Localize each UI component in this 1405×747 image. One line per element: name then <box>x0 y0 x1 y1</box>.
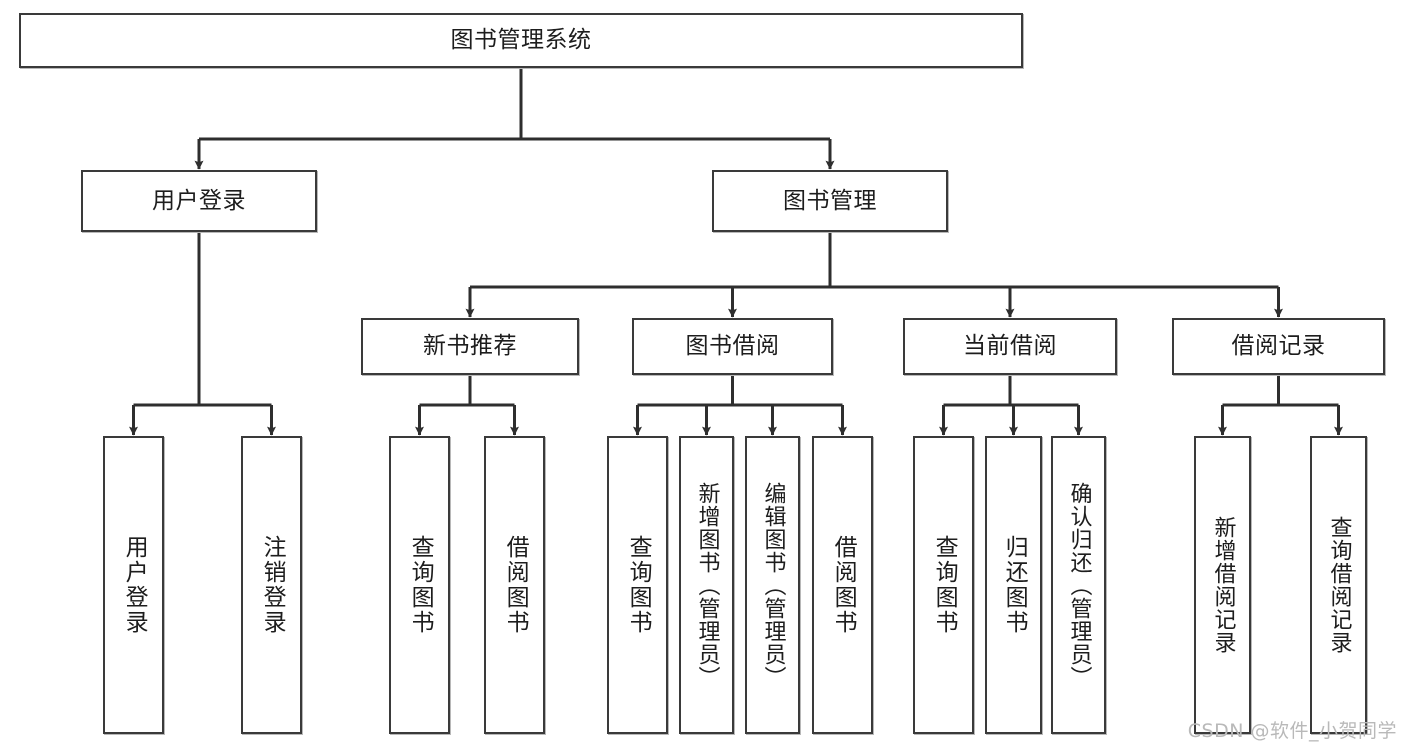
node-leaf-query-book-rec[interactable]: 查询图书 <box>389 436 450 734</box>
node-leaf-add-book[interactable]: 新增图书（管理员） <box>679 436 734 734</box>
node-book-borrow[interactable]: 图书借阅 <box>632 318 833 375</box>
node-label: 查询图书 <box>625 535 652 635</box>
node-label: 新书推荐 <box>423 333 517 360</box>
node-label: 用户登录 <box>121 535 148 635</box>
node-leaf-user-logout[interactable]: 注销登录 <box>241 436 302 734</box>
node-label: 查询图书 <box>407 535 434 635</box>
node-label: 图书管理系统 <box>450 27 592 54</box>
node-root[interactable]: 图书管理系统 <box>19 13 1023 68</box>
node-label: 查询图书 <box>931 535 958 635</box>
node-leaf-return-book[interactable]: 归还图书 <box>985 436 1042 734</box>
node-leaf-query-book-current[interactable]: 查询图书 <box>913 436 974 734</box>
node-label: 查询借阅记录 <box>1326 516 1352 654</box>
node-label: 新增借阅记录 <box>1210 516 1236 654</box>
node-label: 归还图书 <box>1001 535 1028 635</box>
node-label: 注销登录 <box>259 535 286 635</box>
node-label: 确认归还（管理员） <box>1066 481 1092 689</box>
node-leaf-borrow-book-rec[interactable]: 借阅图书 <box>484 436 545 734</box>
node-leaf-user-login[interactable]: 用户登录 <box>103 436 164 734</box>
node-label: 图书借阅 <box>685 333 780 360</box>
node-leaf-borrow-book[interactable]: 借阅图书 <box>812 436 873 734</box>
node-label: 图书管理 <box>783 187 877 214</box>
node-current-borrow[interactable]: 当前借阅 <box>903 318 1117 375</box>
node-new-book-rec[interactable]: 新书推荐 <box>361 318 579 375</box>
node-label: 当前借阅 <box>963 333 1057 360</box>
node-leaf-query-book-borrow[interactable]: 查询图书 <box>607 436 668 734</box>
node-book-manage[interactable]: 图书管理 <box>712 170 948 232</box>
node-leaf-query-record[interactable]: 查询借阅记录 <box>1310 436 1367 734</box>
node-user-login[interactable]: 用户登录 <box>81 170 317 232</box>
node-label: 借阅图书 <box>502 535 529 635</box>
node-borrow-record[interactable]: 借阅记录 <box>1172 318 1385 375</box>
node-leaf-edit-book[interactable]: 编辑图书（管理员） <box>745 436 800 734</box>
watermark: CSDN @软件_小贺同学 <box>1187 720 1397 742</box>
node-label: 编辑图书（管理员） <box>760 481 786 689</box>
node-leaf-confirm-return[interactable]: 确认归还（管理员） <box>1051 436 1106 734</box>
node-label: 用户登录 <box>152 187 246 214</box>
node-label: 借阅图书 <box>830 535 857 635</box>
node-label: 新增图书（管理员） <box>694 481 720 689</box>
node-leaf-add-record[interactable]: 新增借阅记录 <box>1194 436 1251 734</box>
node-label: 借阅记录 <box>1231 333 1326 360</box>
